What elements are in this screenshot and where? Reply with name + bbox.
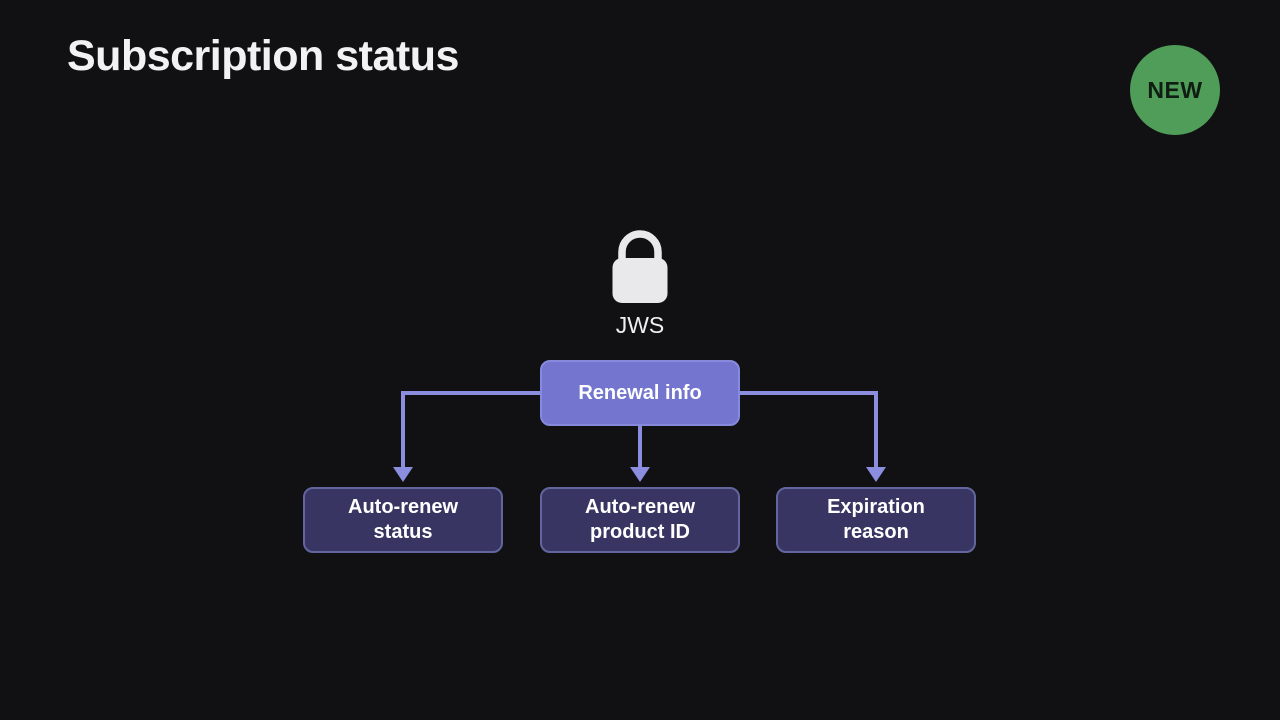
arrowhead-left: [393, 467, 413, 482]
node-renewal-info: Renewal info: [540, 360, 740, 426]
new-badge-label: NEW: [1147, 76, 1203, 103]
page-title: Subscription status: [67, 32, 459, 80]
node-auto-renew-product-id: Auto-renew product ID: [540, 487, 740, 553]
connector-right-vertical: [874, 391, 878, 468]
new-badge: NEW: [1130, 45, 1220, 135]
arrowhead-middle: [630, 467, 650, 482]
node-label-line: product ID: [590, 521, 690, 543]
node-expiration-reason: Expiration reason: [776, 487, 976, 553]
connector-left-horizontal: [401, 391, 540, 395]
node-auto-renew-status: Auto-renew status: [303, 487, 503, 553]
connector-left-vertical: [401, 391, 405, 468]
node-label-line: Auto-renew: [585, 496, 695, 519]
jws-label: JWS: [615, 312, 665, 338]
node-renewal-info-label: Renewal info: [578, 381, 702, 404]
connector-right-horizontal: [740, 391, 878, 395]
node-label-line: reason: [843, 521, 909, 543]
node-label-line: Expiration: [827, 496, 925, 519]
arrowhead-right: [866, 467, 886, 482]
connector-middle-vertical: [638, 426, 642, 468]
node-label-line: status: [373, 521, 433, 543]
node-label-line: Auto-renew: [348, 496, 458, 519]
lock-icon: [612, 226, 668, 304]
